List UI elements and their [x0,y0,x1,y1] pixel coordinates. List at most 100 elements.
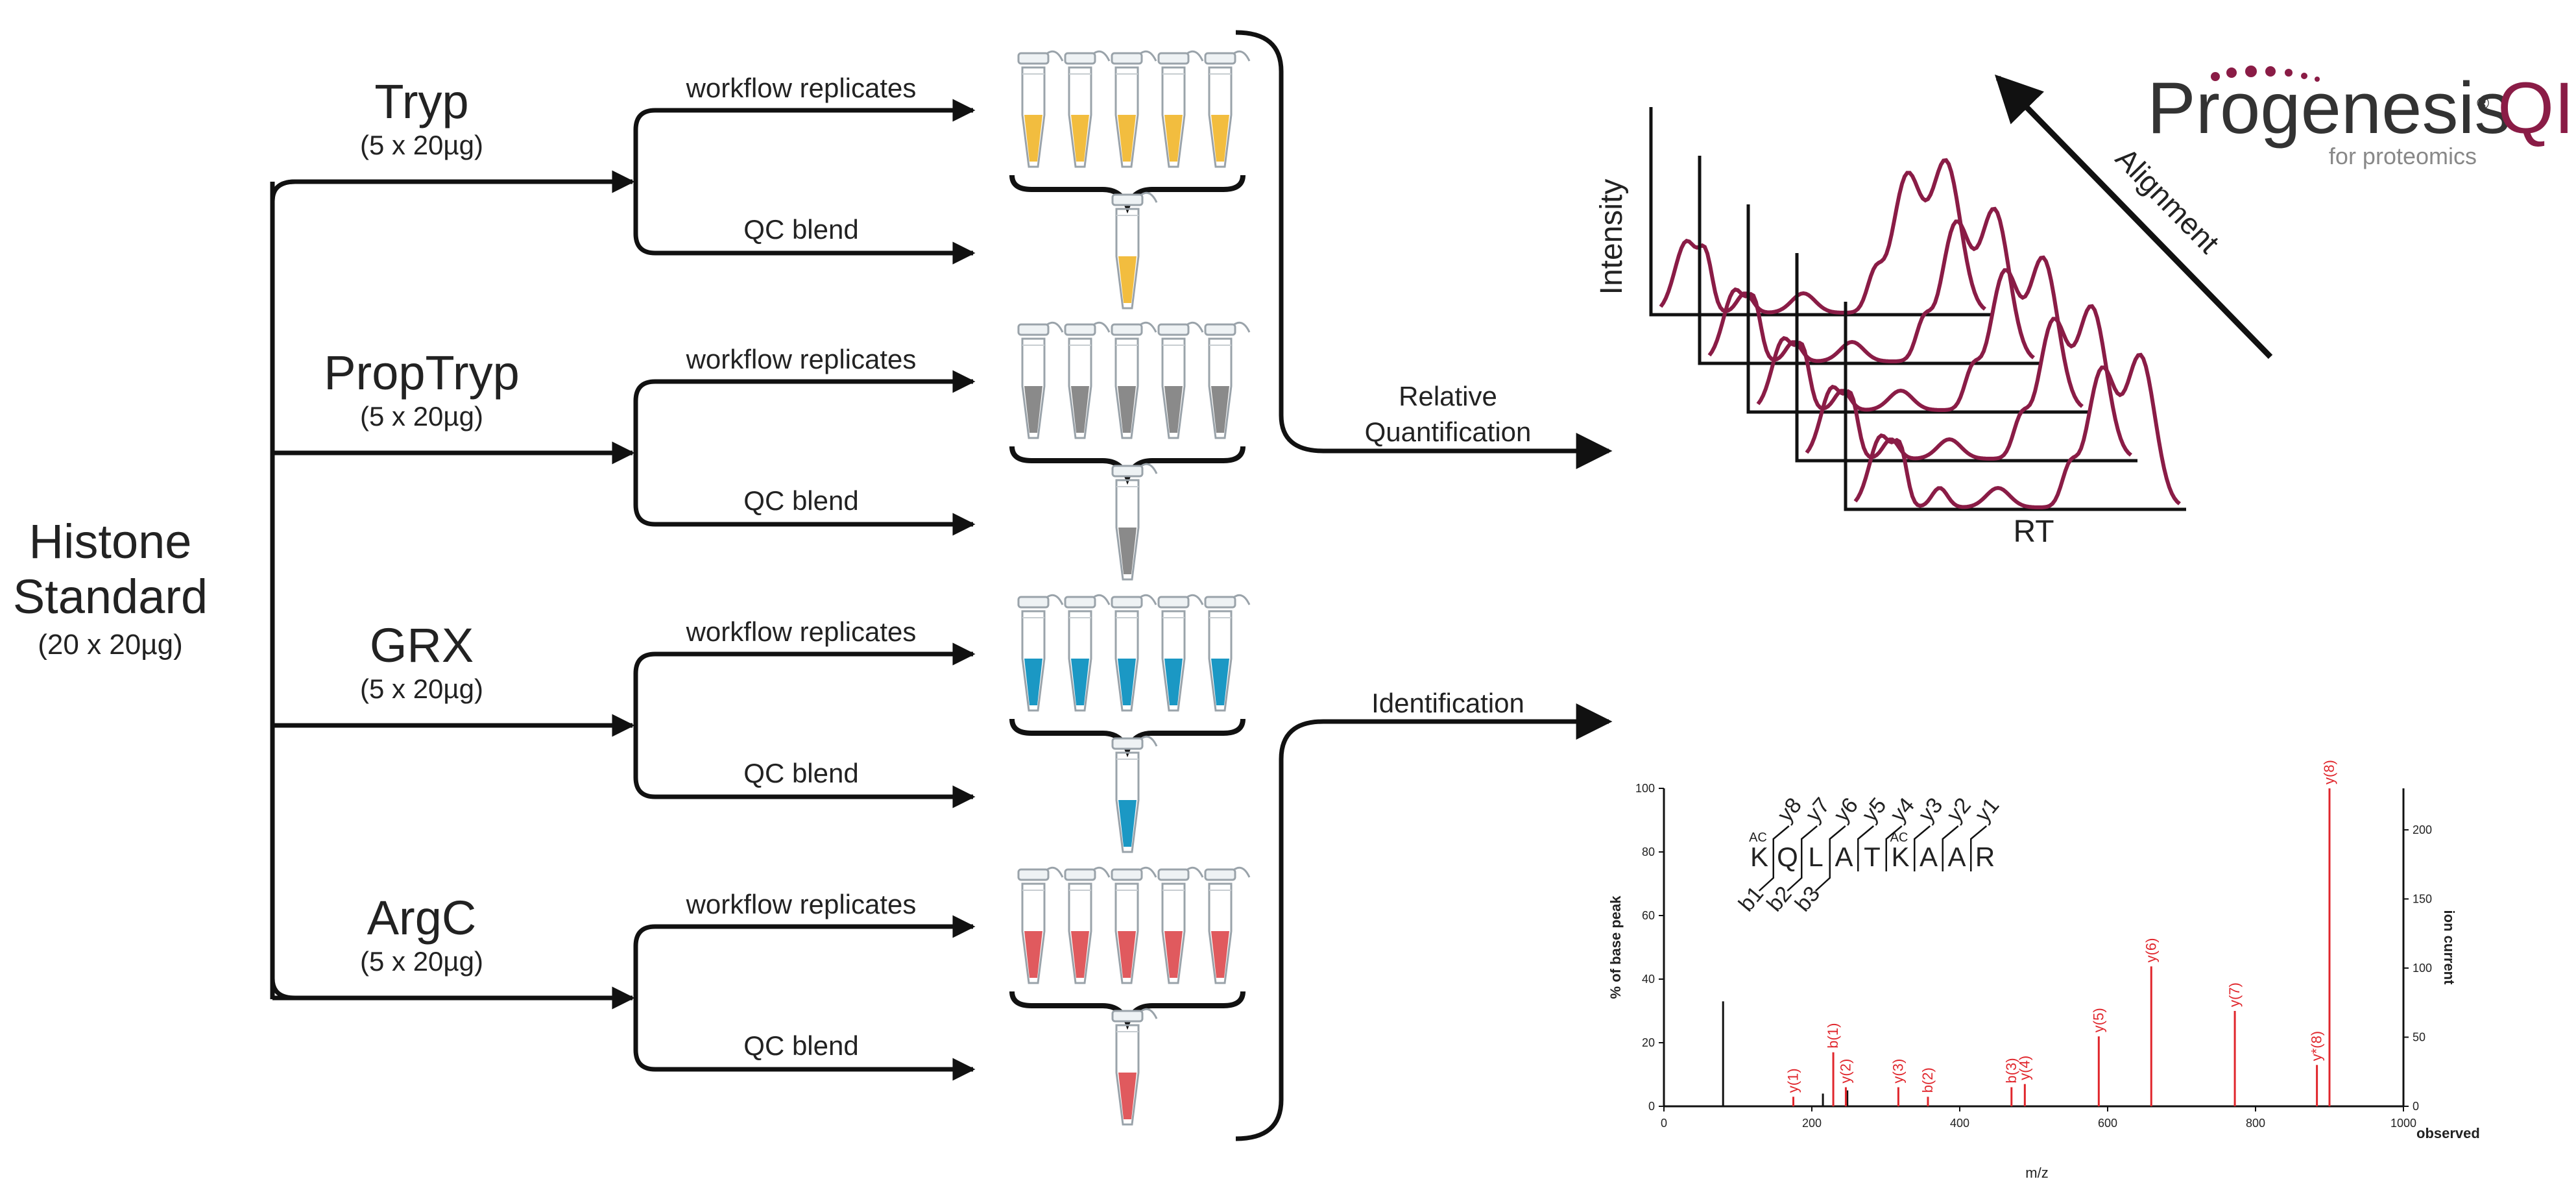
peak-label: y(4) [2016,1056,2032,1080]
peak-label: b(1) [1825,1023,1841,1049]
residue: A [1920,842,1938,872]
residue: Q [1777,842,1798,872]
qc-label: QC blend [743,1030,858,1061]
quant-bracket-arrow [1235,30,1613,469]
replicate-tube [1064,321,1111,439]
x-tick-label: 800 [2246,1117,2265,1130]
logo-name: Progenesis [2147,67,2510,149]
method-amount: (5 x 20µg) [360,401,483,431]
y-ion-bracket [1970,825,1988,871]
method-name: Tryp [374,75,468,128]
spectrum-ylabel: % of base peak [1607,895,1624,999]
split-lines-4 [633,924,973,1072]
y2-tick-label: 0 [2413,1100,2419,1113]
branch-curve [270,179,296,202]
logo-dot [2315,77,2320,82]
logo-dot [2285,69,2293,77]
quant-xlabel: RT [2013,515,2054,549]
residue: A [1947,842,1966,872]
chromatogram-trace [1756,255,2084,412]
chromatogram-4 [1795,253,2137,463]
replicate-tube [1064,594,1111,712]
logo-dot [2226,67,2237,78]
logo-dot [2245,66,2257,77]
quant-label-line1: Relative [1399,381,1497,411]
y-ion-label: y1 [1970,793,2004,827]
replicate-tube [1017,866,1064,984]
source-title-line2: Standard [13,570,208,624]
peak-label: b(2) [1920,1067,1936,1093]
pooling-brace [1009,718,1246,758]
y2-tick-label: 200 [2413,823,2432,836]
chromatogram-3 [1746,204,2089,414]
y-tick-label: 60 [1642,909,1655,922]
chromatogram-trace [1853,352,2181,509]
replicate-tube [1204,594,1251,712]
residue: K [1891,842,1909,872]
replicate-tube [1204,321,1251,439]
alignment-label: Alignment [2109,141,2226,260]
residue: L [1808,842,1823,872]
chromatogram-2 [1698,156,2040,365]
replicates-label: workflow replicates [686,889,917,919]
peak-label: y(5) [2090,1008,2106,1032]
y-tick-label: 80 [1642,845,1655,858]
qc-label: QC blend [743,758,858,788]
residue: R [1975,842,1995,872]
logo-registered: ® [2477,93,2489,113]
peak-label: y(8) [2321,760,2337,784]
method-name: PropTryp [324,346,520,400]
x-tick-label: 600 [2098,1117,2117,1130]
branch-curve [270,978,296,1001]
output-brackets [1235,30,1613,1141]
method-name: ArgC [367,891,477,945]
logo-dot [2211,72,2220,81]
replicate-tube [1017,321,1064,439]
method-amount: (5 x 20µg) [360,130,483,160]
quantification-plot [1649,107,2186,511]
modification-label: AC [1890,831,1908,845]
chromatogram-trace [1805,304,2132,461]
peak-label: y(3) [1890,1059,1906,1084]
chromatogram-trace [1659,158,1986,315]
replicate-tube [1111,50,1157,168]
logo-suffix: QI [2498,67,2574,149]
alignment-arrow [1994,74,2273,359]
y-tick-label: 20 [1642,1036,1655,1049]
method-name: GRX [370,618,474,672]
replicate-tube [1157,866,1204,984]
replicate-tube [1064,866,1111,984]
qc-tube [1111,463,1158,581]
replicates-label: workflow replicates [686,73,917,103]
source-title-line1: Histone [29,515,192,568]
y-ion-bracket [1857,825,1875,871]
chromatogram-axes [1795,253,2137,463]
spectrum-y2label: ion current [2441,910,2457,986]
logo-tagline: for proteomics [2329,143,2477,169]
qc-tube [1111,1008,1158,1126]
ident-bracket-arrow [1235,703,1613,1141]
x-tick-label: 1000 [2390,1117,2416,1130]
branch-arrow-1 [270,170,635,998]
peak-label: y(7) [2226,982,2243,1007]
replicate-tube [1064,50,1111,168]
chromatogram-1 [1649,107,1992,317]
x-tick-label: 0 [1661,1117,1667,1130]
peak-label: y(6) [2143,938,2159,963]
replicate-tube [1157,321,1204,439]
replicate-tube [1157,594,1204,712]
replicate-tube [1204,50,1251,168]
b-ion-bracket [1787,844,1803,892]
residue: T [1864,842,1881,872]
replicate-tube [1017,594,1064,712]
ident-label: Identification [1371,688,1524,718]
chromatogram-axes [1649,107,1992,317]
quant-label-line2: Quantification [1365,417,1532,447]
method-amount: (5 x 20µg) [360,946,483,977]
